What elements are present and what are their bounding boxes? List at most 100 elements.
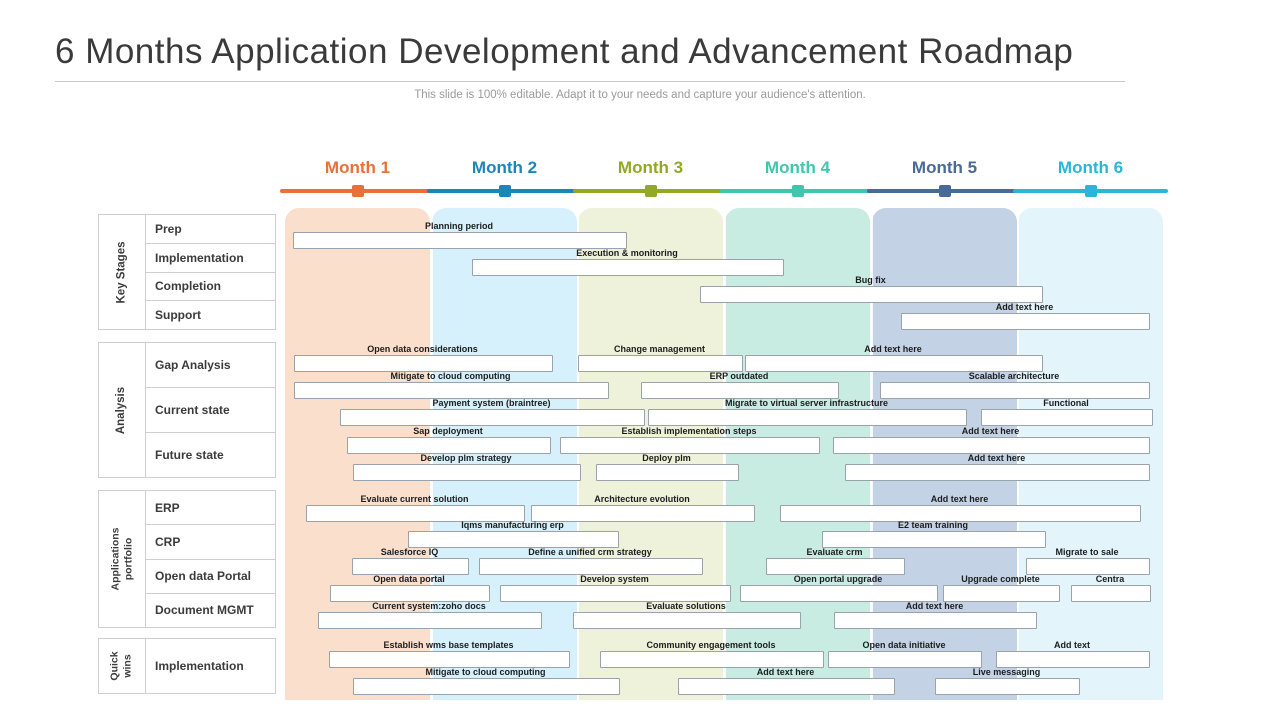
gantt-bar[interactable]: [981, 409, 1153, 426]
gantt-bar-label: Add text here: [961, 426, 1020, 436]
gantt-bar[interactable]: [600, 651, 824, 668]
category-row[interactable]: Gap Analysis: [145, 343, 275, 388]
month-marker-icon: [1084, 185, 1097, 197]
gantt-bar-label: Open data considerations: [367, 344, 478, 354]
month-label: Month 5: [911, 158, 978, 177]
gantt-bar[interactable]: [833, 437, 1150, 454]
gantt-bar-label: Salesforce IQ: [380, 547, 439, 557]
month-label: Month 6: [1057, 158, 1124, 177]
category-row[interactable]: Completion: [145, 273, 275, 302]
gantt-bar[interactable]: [294, 382, 609, 399]
gantt-bar[interactable]: [330, 585, 490, 602]
gantt-bar-label: Add text here: [967, 453, 1026, 463]
gantt-bar[interactable]: [294, 355, 553, 372]
gantt-bar[interactable]: [329, 651, 570, 668]
gantt-bar[interactable]: [479, 558, 703, 575]
gantt-bar[interactable]: [943, 585, 1060, 602]
category-row[interactable]: Implementation: [145, 244, 275, 273]
gantt-bar[interactable]: [408, 531, 619, 548]
gantt-bar-label: Community engagement tools: [646, 640, 776, 650]
gantt-bar[interactable]: [472, 259, 784, 276]
gantt-bar[interactable]: [353, 678, 620, 695]
gantt-bar[interactable]: [766, 558, 905, 575]
gantt-bar-label: Evaluate current solution: [360, 494, 469, 504]
gantt-bar[interactable]: [578, 355, 743, 372]
gantt-bar-label: Centra: [1095, 574, 1125, 584]
gantt-bar[interactable]: [1026, 558, 1150, 575]
gantt-bar-label: Mitigate to cloud computing: [390, 371, 511, 381]
month-marker-icon: [791, 185, 804, 197]
gantt-bar[interactable]: [648, 409, 967, 426]
gantt-bar-label: Add text: [1054, 640, 1090, 650]
gantt-bar-label: Scalable architecture: [968, 371, 1060, 381]
category-title: Analysis: [99, 343, 146, 477]
gantt-bar-label: Migrate to virtual server infrastructure: [724, 398, 889, 408]
category-row[interactable]: Current state: [145, 388, 275, 433]
category-rows: Implementation: [145, 639, 275, 693]
gantt-bar[interactable]: [531, 505, 755, 522]
month-label: Month 1: [324, 158, 391, 177]
gantt-bar-label: Evaluate solutions: [646, 601, 726, 611]
gantt-bar[interactable]: [353, 464, 581, 481]
gantt-bar[interactable]: [700, 286, 1043, 303]
gantt-bar-label: Add text here: [930, 494, 989, 504]
category-row[interactable]: CRP: [145, 525, 275, 560]
category-row[interactable]: ERP: [145, 491, 275, 526]
gantt-bar[interactable]: [780, 505, 1141, 522]
gantt-bar[interactable]: [745, 355, 1043, 372]
gantt-bar[interactable]: [596, 464, 739, 481]
gantt-bar[interactable]: [352, 558, 469, 575]
month-column-2: Month 2: [427, 158, 582, 197]
gantt-bar-label: Open data initiative: [862, 640, 946, 650]
gantt-bar[interactable]: [1071, 585, 1151, 602]
category-row[interactable]: Document MGMT: [155, 603, 254, 618]
gantt-bar[interactable]: [500, 585, 731, 602]
page-subtitle: This slide is 100% editable. Adapt it to…: [414, 89, 866, 101]
category-row[interactable]: Future state: [155, 448, 224, 462]
gantt-bar[interactable]: [996, 651, 1150, 668]
month-marker-icon: [498, 185, 511, 197]
month-column-4: Month 4: [720, 158, 875, 197]
gantt-bar[interactable]: [340, 409, 645, 426]
gantt-bar-label: ERP outdated: [709, 371, 769, 381]
month-column-6: Month 6: [1013, 158, 1168, 197]
category-row[interactable]: Prep: [145, 215, 275, 244]
category-row[interactable]: Open data Portal: [145, 560, 275, 594]
category-row[interactable]: Implementation: [155, 659, 244, 673]
gantt-bar-label: Migrate to sale: [1055, 547, 1119, 557]
month-column-1: Month 1: [280, 158, 435, 197]
month-marker-icon: [938, 185, 951, 197]
category-row[interactable]: Support: [155, 308, 201, 323]
gantt-bar[interactable]: [560, 437, 820, 454]
gantt-bar[interactable]: [901, 313, 1150, 330]
gantt-bar[interactable]: [935, 678, 1080, 695]
gantt-bar-label: Develop plm strategy: [420, 453, 512, 463]
gantt-bar-label: Current system:zoho docs: [372, 601, 486, 611]
gantt-bar[interactable]: [347, 437, 551, 454]
month-marker-icon: [351, 185, 364, 197]
gantt-bar[interactable]: [740, 585, 938, 602]
gantt-bar[interactable]: [822, 531, 1046, 548]
gantt-bar-label: Define a unified crm strategy: [528, 547, 652, 557]
gantt-bar-label: Add text here: [864, 344, 922, 354]
gantt-bar[interactable]: [828, 651, 982, 668]
gantt-bar[interactable]: [834, 612, 1037, 629]
gantt-bar-label: Develop system: [580, 574, 649, 584]
gantt-bar[interactable]: [318, 612, 542, 629]
gantt-bar[interactable]: [641, 382, 839, 399]
month-column-3: Month 3: [573, 158, 728, 197]
gantt-bar[interactable]: [573, 612, 801, 629]
gantt-bar[interactable]: [293, 232, 627, 249]
month-column-5: Month 5: [867, 158, 1022, 197]
gantt-bar[interactable]: [880, 382, 1150, 399]
gantt-bar[interactable]: [845, 464, 1150, 481]
month-separator: [872, 208, 873, 700]
gantt-bar[interactable]: [678, 678, 895, 695]
month-label: Month 4: [764, 158, 831, 177]
gantt-bar[interactable]: [306, 505, 525, 522]
